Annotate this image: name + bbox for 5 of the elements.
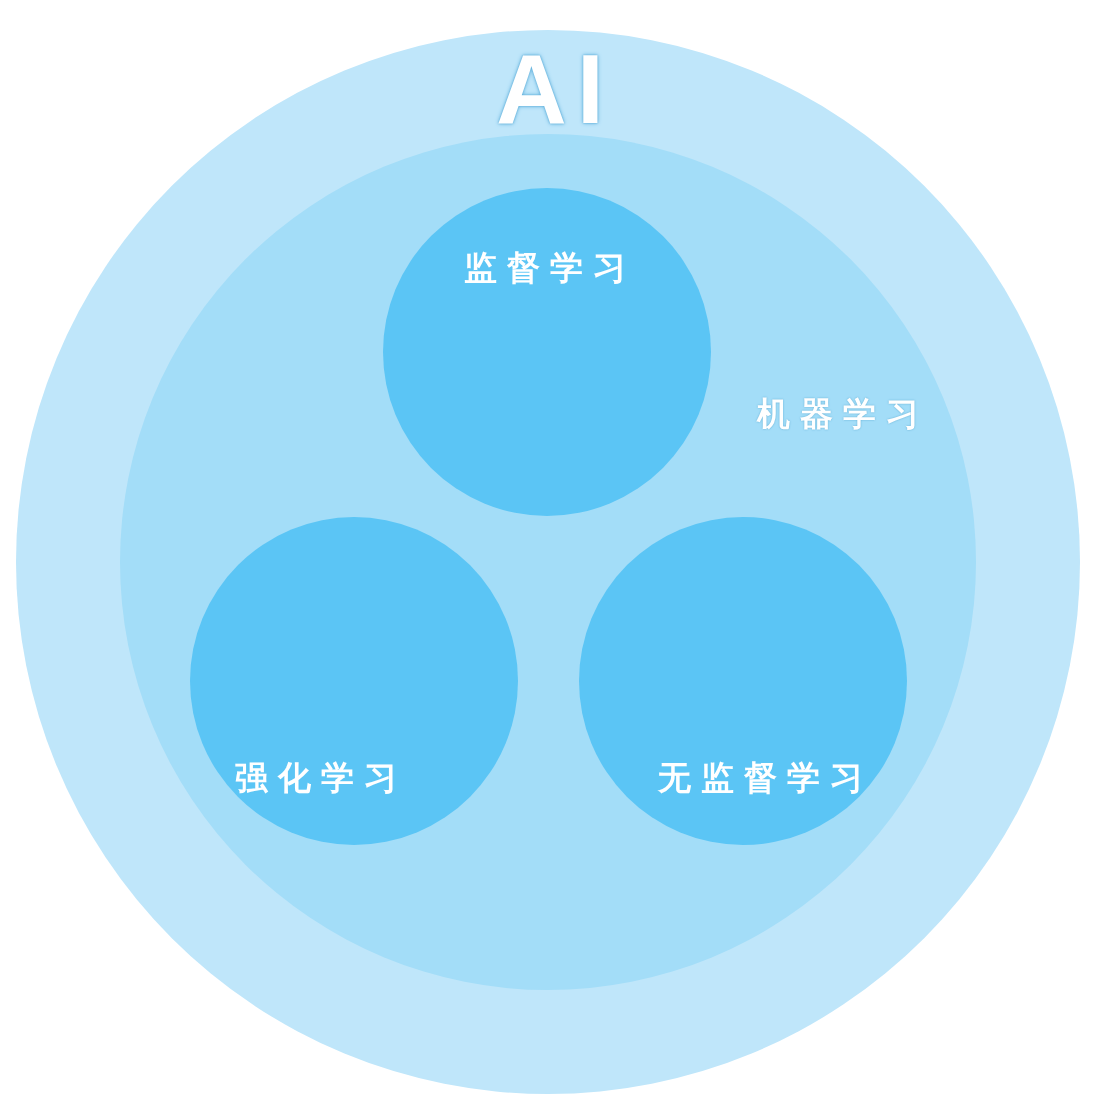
circle-label: 监督学习 xyxy=(463,251,636,284)
circle-label: 无监督学习 xyxy=(656,761,873,794)
circle-label: 机器学习 xyxy=(755,397,929,430)
circle-label: 强化学习 xyxy=(234,761,407,794)
title-label: AI xyxy=(495,40,614,138)
